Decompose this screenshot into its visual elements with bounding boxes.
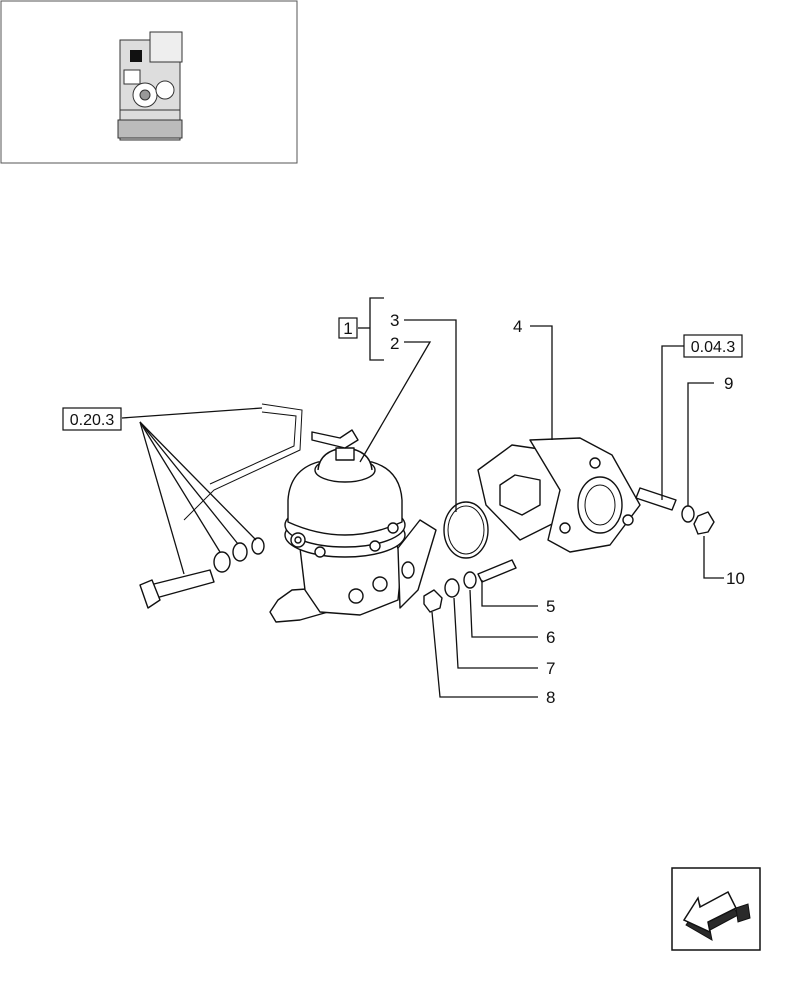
- back-arrow-icon[interactable]: [671, 867, 761, 951]
- engine-thumbnail-icon[interactable]: [0, 0, 298, 164]
- callout-box-1: 1: [338, 317, 358, 339]
- callout-8: 8: [546, 688, 555, 707]
- fuel-pump: [269, 447, 437, 623]
- ref-box-left[interactable]: 0.20.3: [62, 407, 122, 431]
- callout-3: 3: [390, 311, 399, 330]
- callout-6: 6: [546, 628, 555, 647]
- lower-stud-assembly: [423, 559, 517, 613]
- callout-5: 5: [546, 597, 555, 616]
- svg-text:0.04.3: 0.04.3: [691, 339, 736, 356]
- svg-text:1: 1: [343, 319, 352, 338]
- svg-text:0.20.3: 0.20.3: [70, 412, 115, 429]
- callout-4: 4: [513, 317, 522, 336]
- right-stud-assembly: [635, 487, 715, 535]
- adapter-flange: [477, 437, 641, 553]
- o-ring-gasket: [443, 501, 489, 559]
- ref-box-right[interactable]: 0.04.3: [683, 334, 743, 358]
- fuel-pipe: [183, 403, 359, 521]
- leader-lines: [121, 297, 724, 698]
- callout-9: 9: [724, 374, 733, 393]
- callout-7: 7: [546, 659, 555, 678]
- callout-10: 10: [726, 569, 745, 588]
- callout-2: 2: [390, 334, 399, 353]
- left-bolt-assembly: [139, 537, 265, 609]
